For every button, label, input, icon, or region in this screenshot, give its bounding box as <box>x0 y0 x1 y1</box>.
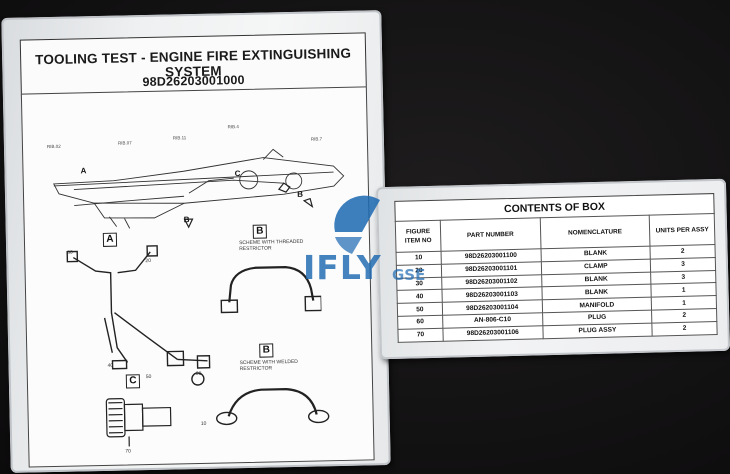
section-label-b-welded: B <box>259 343 274 358</box>
ifly-logo-icon <box>334 195 380 254</box>
callout-30: 30 <box>67 249 73 256</box>
header-nomenclature: NOMENCLATURE <box>539 215 651 249</box>
cell-figure-item: 60 <box>397 315 443 330</box>
section-label-c: C <box>125 374 141 389</box>
watermark-sub: GSE <box>392 266 426 284</box>
callout-20: 20 <box>145 257 152 265</box>
watermark-brand: IFLY <box>303 248 382 287</box>
cell-figure-item: 70 <box>397 327 444 342</box>
header-units: UNITS PER ASSY <box>649 213 715 247</box>
tooling-placard: TOOLING TEST - ENGINE FIRE EXTINGUISHING… <box>1 10 391 473</box>
callout-60: 60 <box>195 370 202 378</box>
cell-units: 2 <box>652 321 718 336</box>
view-label: B <box>183 215 190 225</box>
view-label: A <box>80 166 87 176</box>
pylon-diagram <box>53 148 345 229</box>
cell-nomenclature: PLUG ASSY <box>542 322 653 339</box>
callout-40: 40 <box>107 362 114 369</box>
view-label: C <box>234 169 241 179</box>
header-part-number: PART NUMBER <box>440 217 541 252</box>
welded-pipe-drawing <box>216 388 330 426</box>
manifold-drawing <box>66 245 211 386</box>
callout-10: 10 <box>200 420 207 427</box>
technical-drawing: RIB.02 RIB.07 RIB.11 RIB.4 RIB.7 <box>20 86 375 468</box>
cell-figure-item: 50 <box>397 302 443 317</box>
cell-part-number: 98D26203001106 <box>442 325 543 341</box>
contents-table: FIGURE ITEM NO PART NUMBER NOMENCLATURE … <box>394 213 718 343</box>
callout-50: 50 <box>145 373 152 381</box>
plug-assy-drawing <box>105 397 172 447</box>
section-label-b: B <box>252 224 267 239</box>
callout-70: 70 <box>125 448 132 455</box>
threaded-pipe-drawing <box>220 266 322 314</box>
